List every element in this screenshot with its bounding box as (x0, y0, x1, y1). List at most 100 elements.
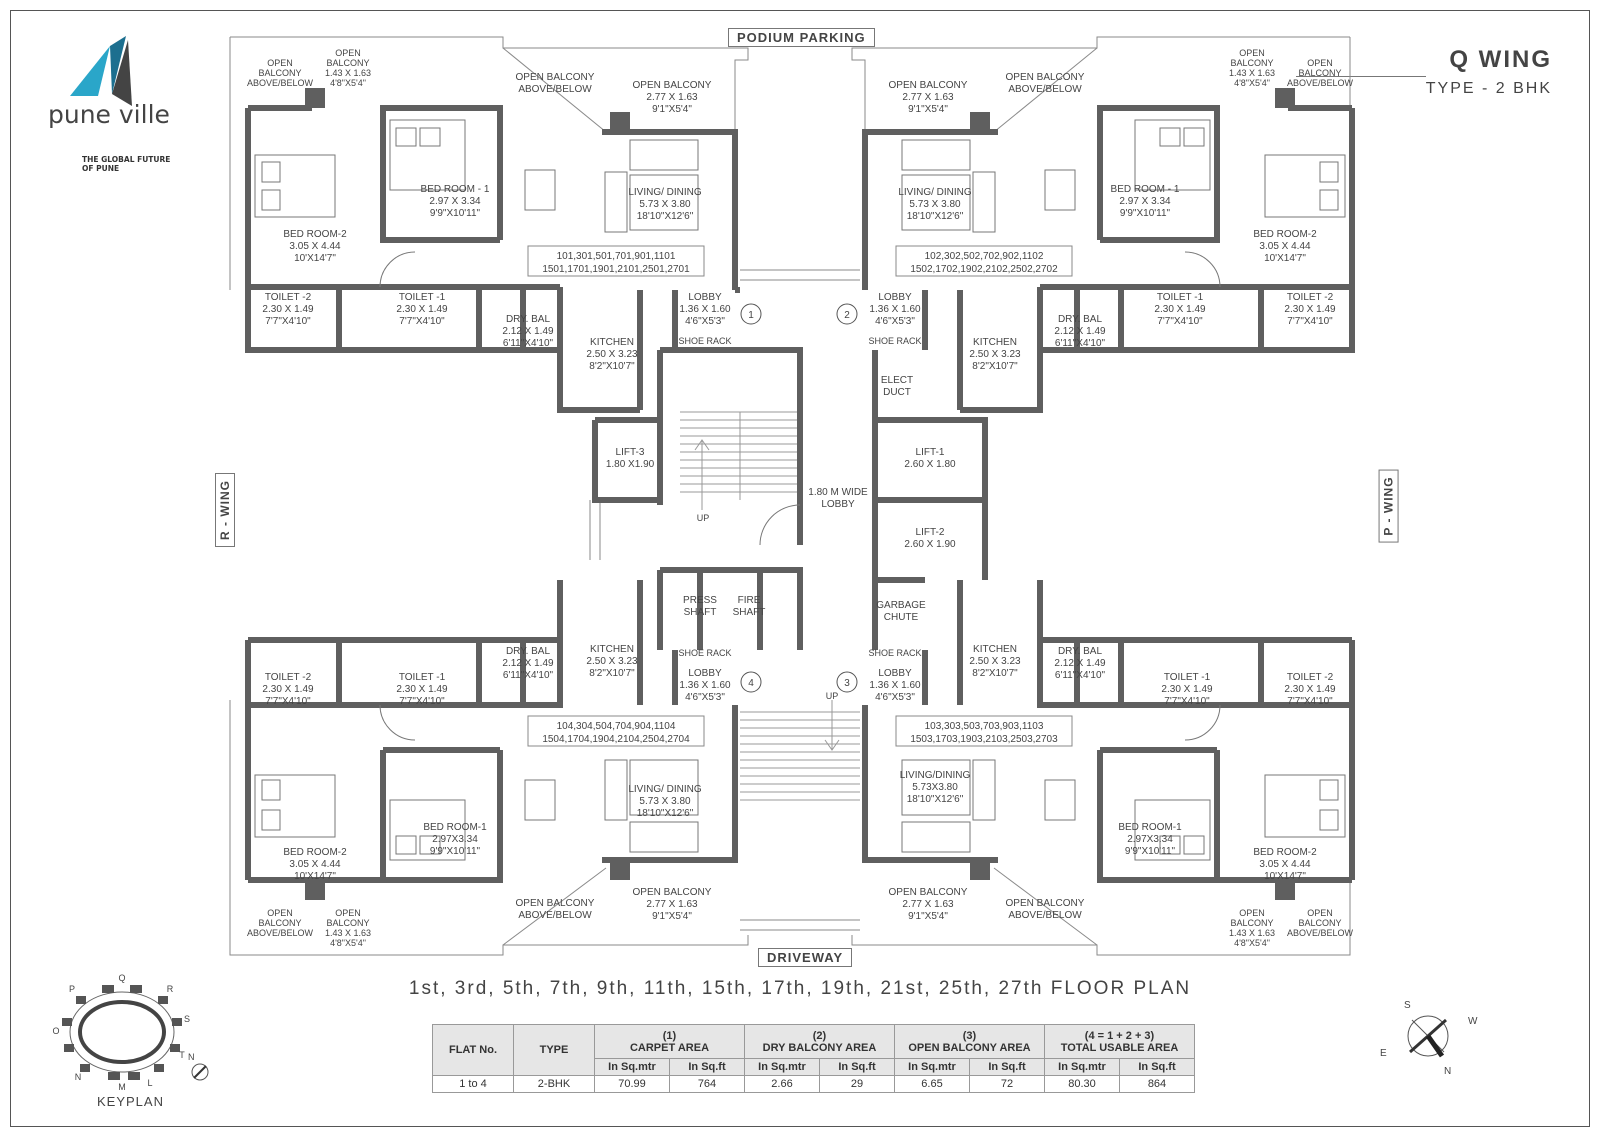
stair-up-label: UP (826, 691, 839, 701)
room-label: 1.43 X 1.63 (1229, 928, 1275, 938)
svg-text:S: S (184, 1014, 190, 1024)
lift-3-label: LIFT-3 (616, 447, 645, 458)
tag-driveway: DRIVEWAY (758, 948, 853, 967)
lift-1-label: LIFT-1 (916, 447, 945, 458)
cell-total-sqm: 80.30 (1044, 1075, 1120, 1093)
room-label: 9'1"X5'4" (652, 104, 692, 115)
subheader-sqft: In Sq.ft (969, 1058, 1045, 1076)
room-label: OPEN BALCONY (516, 72, 595, 83)
room-label: ELECT (881, 375, 913, 386)
flat2-numbers-line1: 102,302,502,702,902,1102 (925, 251, 1044, 262)
keyplan-label: KEYPLAN (97, 1094, 164, 1109)
room-label: ABOVE/BELOW (1287, 78, 1354, 88)
central-lobby-label: LOBBY (821, 499, 855, 510)
room-label: KITCHEN (973, 644, 1017, 655)
room-label: 3.05 X 4.44 (289, 859, 341, 870)
flat4-numbers-line1: 104,304,504,704,904,1104 (557, 721, 676, 732)
room-label: 4'6"X5'3" (685, 692, 725, 703)
subheader-sqft: In Sq.ft (669, 1058, 745, 1076)
room-label: BED ROOM-2 (1253, 847, 1317, 858)
room-label: 9'9"X10'11" (1125, 846, 1176, 857)
room-label: ABOVE/BELOW (247, 928, 314, 938)
floor-plan-title: 1st, 3rd, 5th, 7th, 9th, 11th, 15th, 17t… (408, 978, 1192, 999)
room-label: 1.43 X 1.63 (325, 928, 371, 938)
room-label: BALCONY (258, 918, 301, 928)
room-label: 2.12 X 1.49 (502, 658, 554, 669)
room-label: LOBBY (688, 292, 722, 303)
lift-1-size: 2.60 X 1.80 (904, 459, 956, 470)
room-label: DRY. BAL (506, 646, 551, 657)
room-label: 7'7"X4'10" (1287, 316, 1333, 327)
cell-type: 2-BHK (513, 1075, 595, 1093)
room-label: LOBBY (688, 668, 722, 679)
room-label: BALCONY (1298, 918, 1341, 928)
room-label: BALCONY (326, 918, 369, 928)
area-table: FLAT No. TYPE (1)CARPET AREA (2)DRY BALC… (432, 1024, 1195, 1093)
room-label: 2.30 X 1.49 (262, 684, 314, 695)
subheader-sqm: In Sq.mtr (594, 1058, 670, 1076)
room-label: OPEN (1239, 48, 1265, 58)
wing-name: Q WING (1449, 46, 1552, 73)
room-label: TOILET -1 (1157, 292, 1204, 303)
room-label: SHOE RACK (678, 336, 731, 346)
cell-open-sqft: 72 (969, 1075, 1045, 1093)
tag-podium-parking: PODIUM PARKING (728, 28, 875, 47)
room-label: OPEN BALCONY (889, 80, 968, 91)
room-label: OPEN (1307, 908, 1333, 918)
subheader-sqm: In Sq.mtr (1044, 1058, 1120, 1076)
puneville-logo-icon (70, 36, 132, 106)
room-label: OPEN (335, 48, 361, 58)
room-label: BALCONY (1298, 68, 1341, 78)
room-label: DRY. BAL (1058, 314, 1103, 325)
stair-up-label: UP (697, 513, 710, 523)
marker-3: 3 (844, 678, 850, 689)
keyplan-icon: P Q R S T O L M N N (52, 973, 209, 1092)
room-label: 7'7"X4'10" (1164, 696, 1210, 707)
room-label: 18'10"X12'6" (637, 808, 694, 819)
room-label: 2.50 X 3.23 (586, 349, 638, 360)
room-label: 7'7"X4'10" (265, 696, 311, 707)
wing-title: Q WING TYPE - 2 BHK (1295, 46, 1552, 98)
room-label: 1.36 X 1.60 (679, 304, 731, 315)
room-label: BED ROOM-2 (283, 847, 347, 858)
room-label: OPEN BALCONY (633, 80, 712, 91)
svg-text:M: M (118, 1082, 126, 1092)
compass-icon: S W E N (1380, 1000, 1478, 1077)
room-label: DUCT (883, 387, 911, 398)
marker-2: 2 (844, 310, 850, 321)
room-label: 3.05 X 4.44 (1259, 241, 1311, 252)
subheader-sqft: In Sq.ft (1119, 1058, 1195, 1076)
room-label: 18'10"X12'6" (907, 794, 964, 805)
room-label: 6'11"X4'10" (1055, 338, 1106, 349)
svg-text:P: P (69, 984, 75, 994)
room-label: SHOE RACK (868, 648, 921, 658)
room-label: OPEN BALCONY (1006, 72, 1085, 83)
room-label: 9'1"X5'4" (908, 911, 948, 922)
room-label: OPEN (267, 58, 293, 68)
room-label: BALCONY (326, 58, 369, 68)
room-label: 2.30 X 1.49 (1161, 684, 1213, 695)
header-dry-balcony: (2)DRY BALCONY AREA (744, 1024, 895, 1059)
room-label: GARBAGE (876, 600, 926, 611)
lift-2-label: LIFT-2 (916, 527, 945, 538)
room-label: 2.97 X 3.34 (429, 196, 481, 207)
svg-text:R: R (167, 984, 174, 994)
header-open-balcony: (3)OPEN BALCONY AREA (894, 1024, 1045, 1059)
marker-4: 4 (748, 678, 754, 689)
room-label: TOILET -2 (265, 672, 312, 683)
cell-carpet-sqm: 70.99 (594, 1075, 670, 1093)
room-label: 2.77 X 1.63 (902, 92, 954, 103)
room-label: 2.12 X 1.49 (1054, 326, 1106, 337)
room-label: BED ROOM-2 (283, 229, 347, 240)
header-carpet: (1)CARPET AREA (594, 1024, 745, 1059)
tag-p-wing: P - WING (1378, 469, 1399, 543)
room-label: 4'6"X5'3" (875, 692, 915, 703)
room-label: LOBBY (878, 668, 912, 679)
table-row: 1 to 4 2-BHK 70.99 764 2.66 29 6.65 72 8… (432, 1075, 1195, 1093)
flat3-numbers-line2: 1503,1703,1903,2103,2503,2703 (910, 734, 1058, 745)
room-label: 3.05 X 4.44 (1259, 859, 1311, 870)
room-label: KITCHEN (590, 644, 634, 655)
room-label: OPEN (267, 908, 293, 918)
cell-total-sqft: 864 (1119, 1075, 1195, 1093)
room-label: OPEN BALCONY (633, 887, 712, 898)
